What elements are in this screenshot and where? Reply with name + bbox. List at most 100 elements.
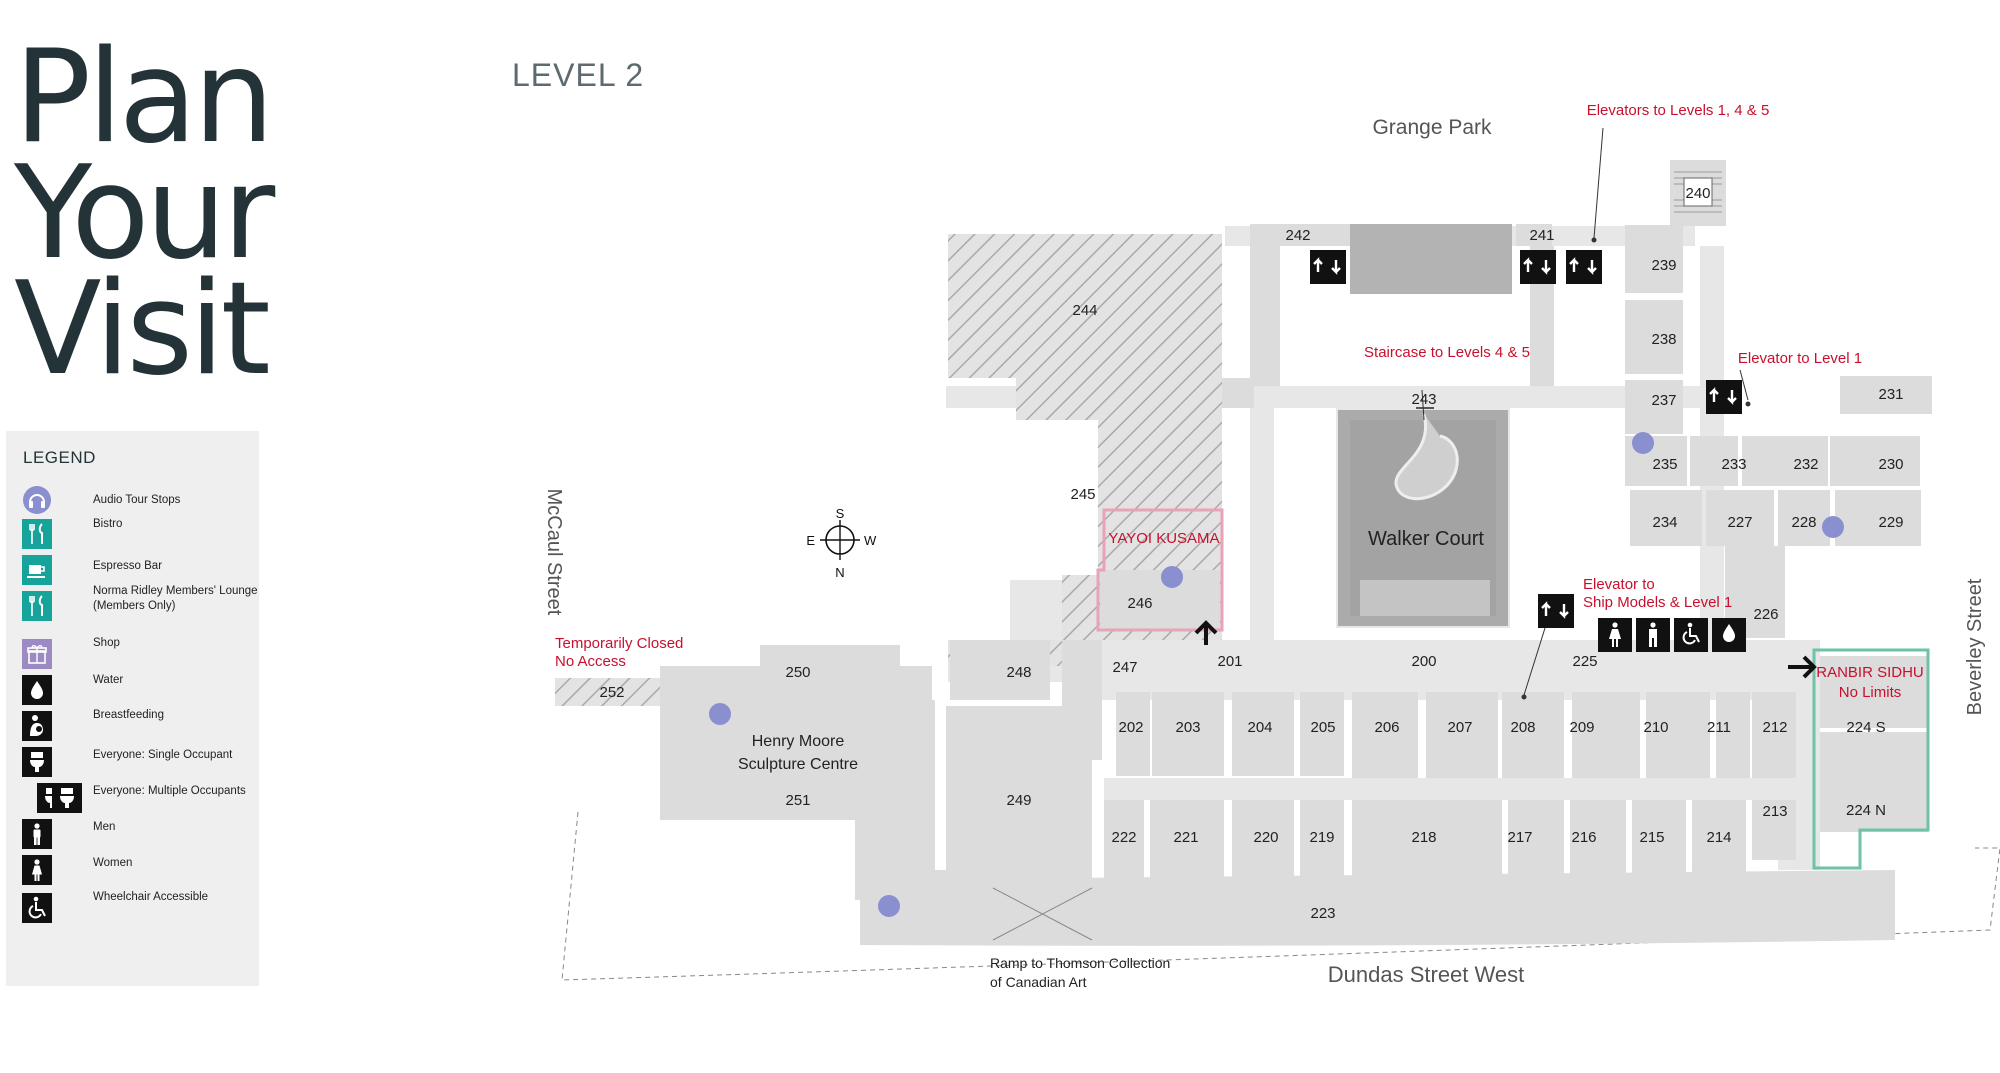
elevator-icon [1310,250,1346,284]
room-200: 200 [1411,653,1436,670]
legend-item-multiple-occupants: Everyone: Multiple Occupants [22,783,252,817]
annotations: Elevators to Levels 1, 4 & 5 Staircase t… [555,102,1924,701]
room-218: 218 [1411,829,1436,846]
room-223: 223 [1310,905,1335,922]
audio-tour-icon [709,703,731,725]
legend-item-women: Women [22,855,252,889]
room-227: 227 [1727,514,1752,531]
room-241: 241 [1529,227,1554,244]
audio-tour-icons [709,432,1844,917]
annotation-elevator-ship-2: Ship Models & Level 1 [1583,594,1732,611]
legend-label: Men [93,821,116,833]
room-numbers: 200 201 202 203 204 205 206 207 208 209 … [599,185,1903,922]
room-203: 203 [1175,719,1200,736]
woman-icon [22,855,52,885]
legend-item-espresso: Espresso Bar [22,555,252,589]
annotation-elevators-1-4-5: Elevators to Levels 1, 4 & 5 [1587,102,1770,119]
legend-item-shop: Shop [22,637,252,673]
room-244: 244 [1072,302,1097,319]
street-south: Dundas Street West [1328,962,1524,987]
legend-label: Norma Ridley Members' Lounge (Members On… [93,585,258,612]
room-219: 219 [1309,829,1334,846]
room-226: 226 [1753,606,1778,623]
ramp-annotation: Ramp to Thomson Collection of Canadian A… [990,955,1170,990]
kusama-exhibit-outline [1096,508,1224,632]
legend-item-breastfeeding: Breastfeeding [22,709,252,745]
room-239: 239 [1651,257,1676,274]
wheelchair-icon [22,893,52,923]
annotation-ramp-1: Ramp to Thomson Collection [990,955,1170,971]
room-207: 207 [1447,719,1472,736]
gift-icon [22,639,52,669]
closed-wing-244 [948,234,1222,640]
legend-item-men: Men [22,819,252,853]
legend-item-wheelchair: Wheelchair Accessible [22,891,252,927]
room-237: 237 [1651,392,1676,409]
room-222: 222 [1111,829,1136,846]
annotation-elevator-ship-1: Elevator to [1583,576,1655,593]
legend-label: Audio Tour Stops [93,494,181,506]
room-208: 208 [1510,719,1535,736]
room-216: 216 [1571,829,1596,846]
audio-tour-icon [1161,566,1183,588]
room-201: 201 [1217,653,1242,670]
room-211: 211 [1707,719,1731,736]
fork-knife-icon [22,519,52,549]
henry-moore-label-2: Sculpture Centre [738,756,858,773]
room-233: 233 [1721,456,1746,473]
street-north: Grange Park [1372,116,1492,139]
arrow-up-icon [1194,620,1218,645]
elevator-icon [1706,380,1742,414]
audio-tour-icon [878,895,900,917]
legend-panel: LEGEND Audio Tour Stops Bistro Espresso … [6,431,259,986]
title-line-1: Plan [14,23,274,172]
legend-label: Wheelchair Accessible [93,891,209,903]
elevator-icon [1566,250,1602,284]
legend-label: Bistro [93,518,123,530]
legend-label: Breastfeeding [93,709,164,721]
legend-item-bistro: Bistro [22,518,252,553]
room-246: 246 [1127,595,1152,612]
legend-label: Everyone: Single Occupant [93,749,233,761]
street-east: Beverley Street [1964,578,1986,715]
annotation-ramp-2: of Canadian Art [990,974,1087,990]
room-238: 238 [1651,331,1676,348]
room-240: 240 [1685,185,1710,202]
legend-label: Shop [93,637,120,649]
street-west: McCaul Street [543,489,565,616]
room-215: 215 [1639,829,1664,846]
compass-s: S [836,506,845,521]
title-line-2: Your [14,139,275,288]
room-212: 212 [1762,719,1787,736]
room-210: 210 [1643,719,1668,736]
room-247: 247 [1112,659,1137,676]
room-242: 242 [1285,227,1310,244]
breastfeeding-icon [22,711,52,741]
walker-court-label: Walker Court [1368,528,1484,550]
exhibit-sidhu-subtitle: No Limits [1839,684,1902,701]
legend-item-members-lounge: Norma Ridley Members' Lounge (Members On… [22,585,258,625]
wheelchair-icon [1674,618,1708,652]
women-icon [1598,618,1632,652]
stairs-icon [1674,171,1722,213]
room-243: 243 [1411,391,1436,408]
legend-item-audio: Audio Tour Stops [22,485,252,519]
room-221: 221 [1173,829,1198,846]
annotation-elevator-level-1: Elevator to Level 1 [1738,350,1862,367]
room-225: 225 [1572,653,1597,670]
exhibit-sidhu-title: RANBIR SIDHU [1816,664,1924,681]
audio-tour-icon [23,486,51,514]
toilet-icon [52,783,82,813]
toilet-icon [22,747,52,777]
coffee-cup-icon [22,555,52,585]
room-250: 250 [785,664,810,681]
fork-knife-icon [22,591,52,621]
title-line-3: Visit [14,255,271,404]
legend-label: Espresso Bar [93,560,163,572]
elevator-icon [1520,250,1556,284]
room-230: 230 [1878,456,1903,473]
rooms [660,160,1932,946]
room-204: 204 [1247,719,1272,736]
compass-n: N [835,565,844,580]
